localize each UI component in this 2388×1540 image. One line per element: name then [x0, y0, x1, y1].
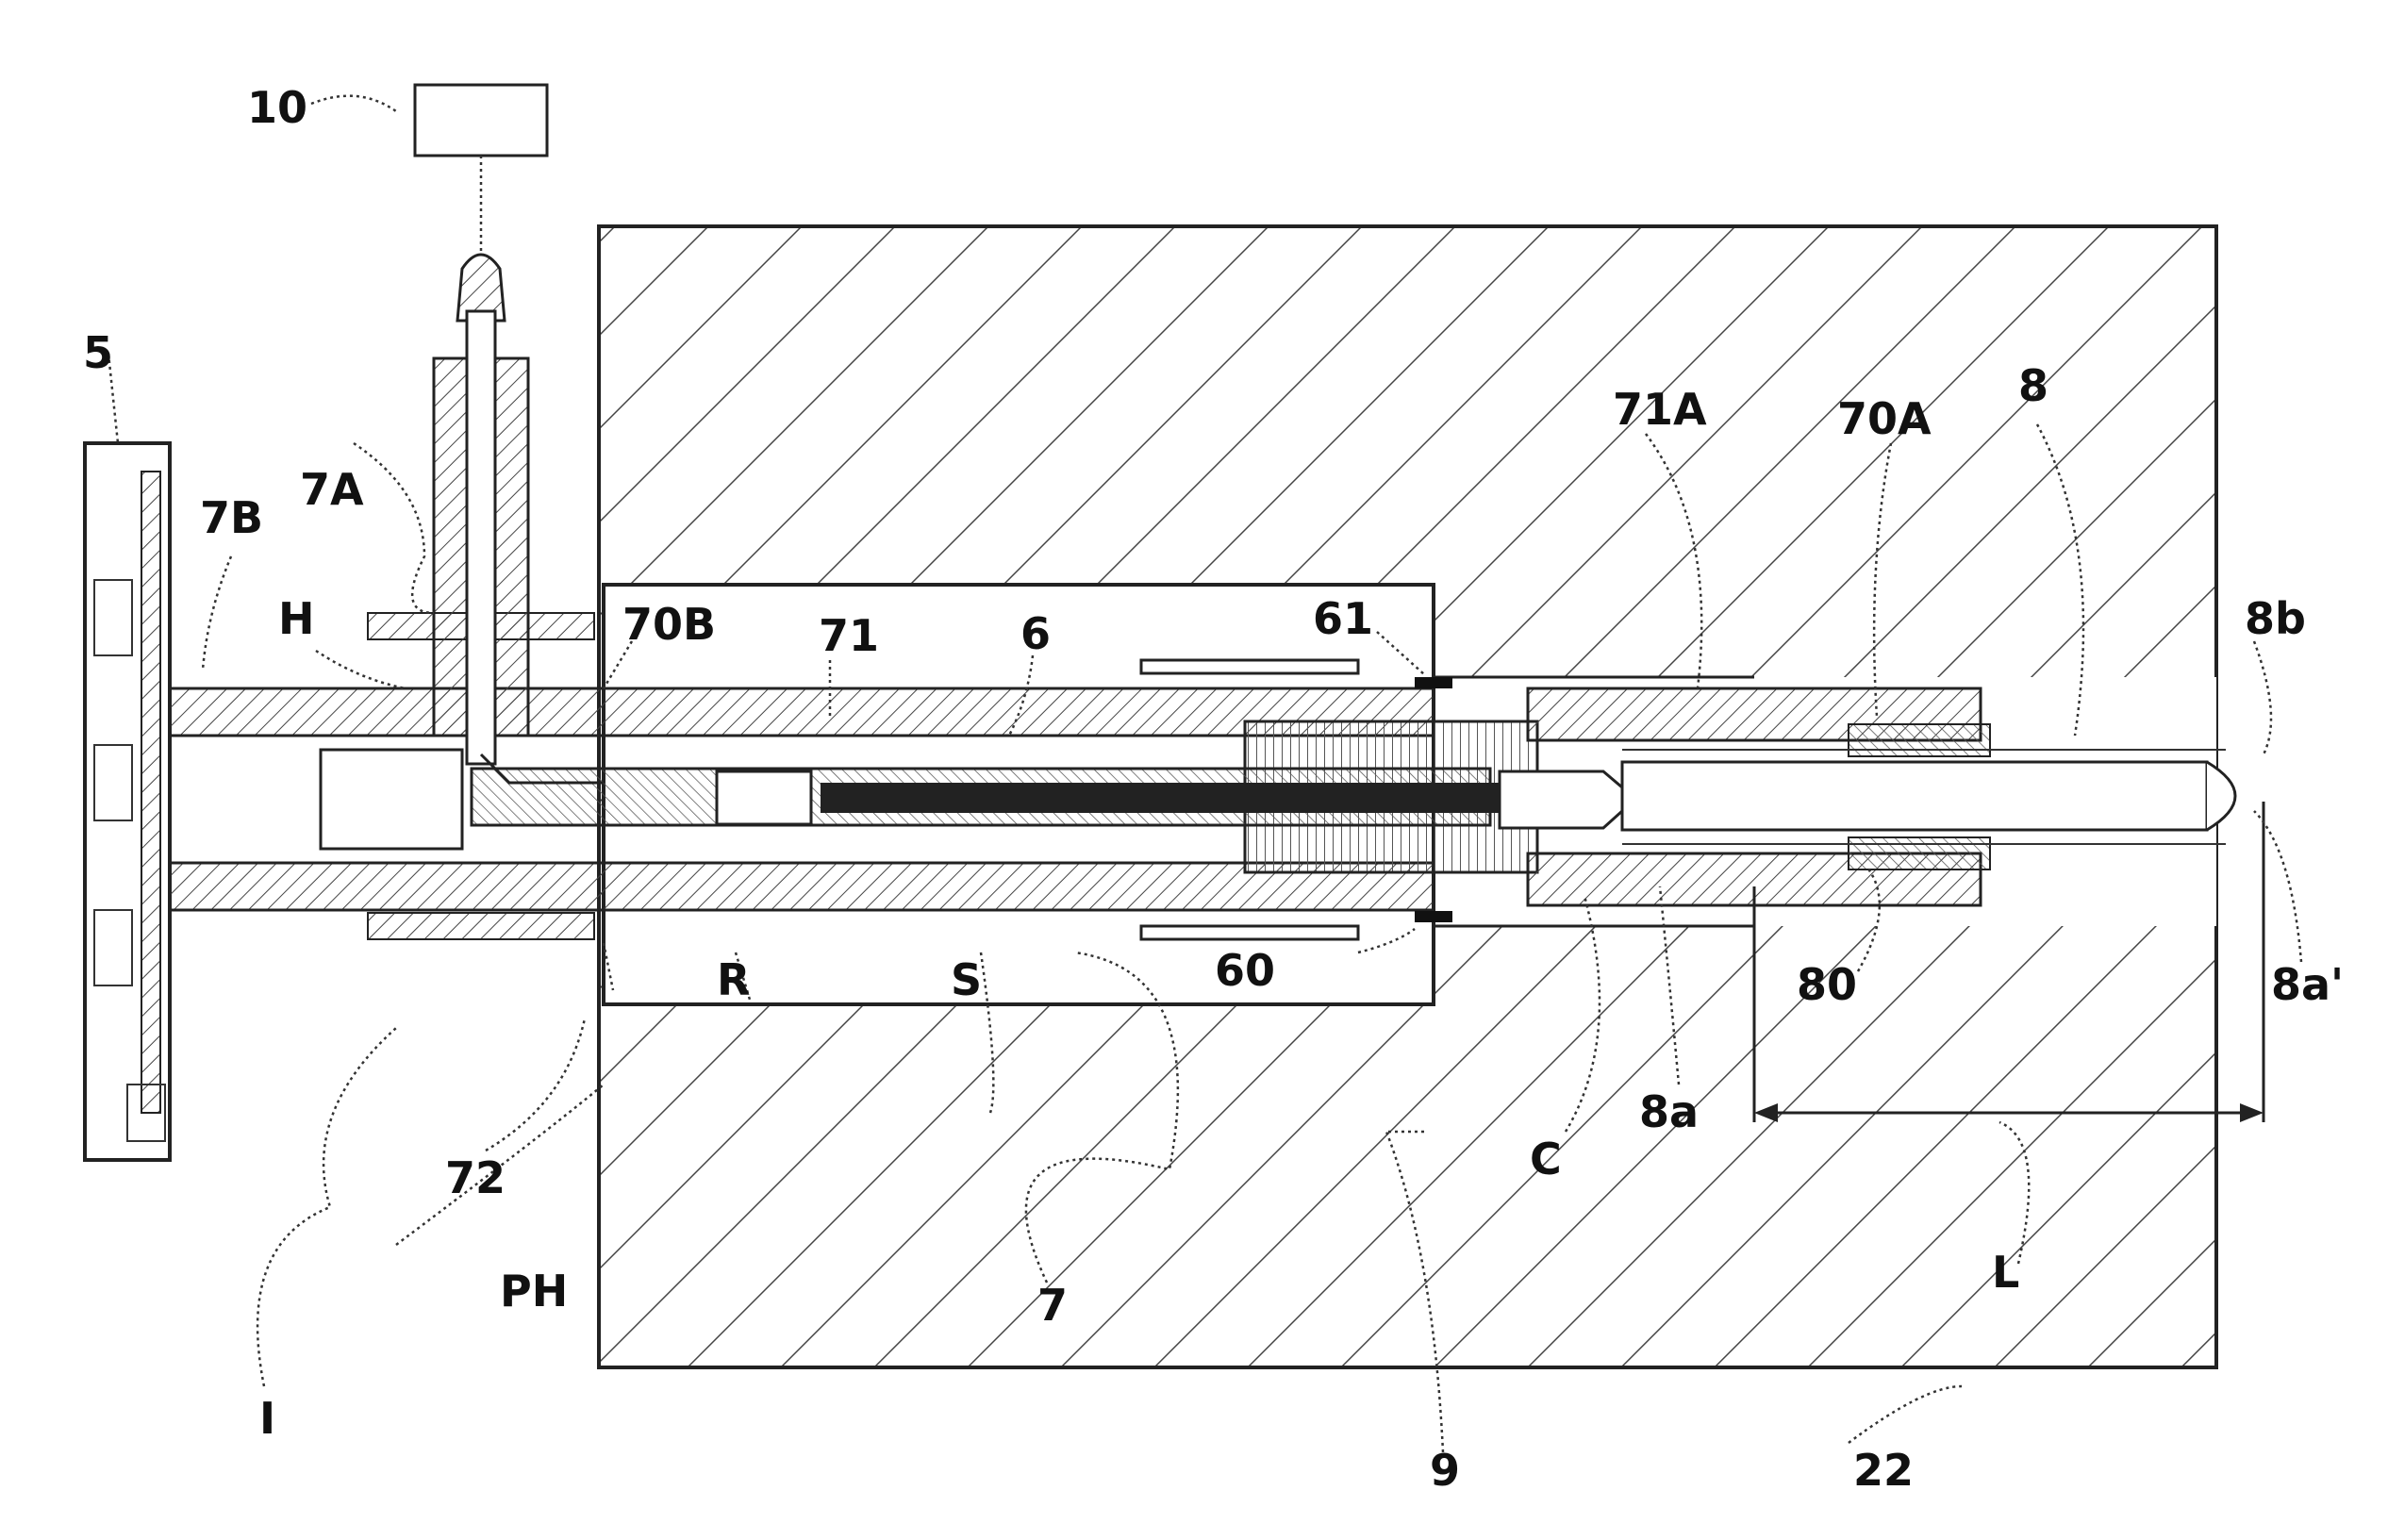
label-8: 8 — [2018, 360, 2048, 411]
label-c: C — [1530, 1134, 1562, 1184]
supply-pipe-7a — [415, 85, 604, 783]
label-7b: 7B — [200, 492, 263, 543]
label-6: 6 — [1020, 608, 1051, 659]
label-8b: 8b — [2245, 593, 2306, 644]
label-r: R — [717, 954, 750, 1005]
label-5: 5 — [83, 327, 113, 378]
label-8a: 8a — [1639, 1086, 1699, 1137]
label-7a: 7A — [300, 464, 364, 515]
label-60: 60 — [1215, 945, 1275, 996]
label-80: 80 — [1797, 959, 1857, 1010]
label-9: 9 — [1430, 1445, 1460, 1496]
label-s: S — [951, 954, 982, 1005]
label-l: L — [1992, 1247, 2019, 1298]
label-71: 71 — [819, 610, 879, 661]
label-70a: 70A — [1837, 393, 1932, 444]
label-22: 22 — [1853, 1445, 1914, 1496]
label-8a-prime: 8a' — [2271, 959, 2344, 1010]
label-61: 61 — [1313, 593, 1373, 644]
label-h: H — [278, 593, 315, 644]
label-10: 10 — [247, 82, 307, 133]
label-72: 72 — [445, 1152, 506, 1203]
label-70b: 70B — [622, 599, 716, 650]
plate-5 — [85, 443, 170, 1160]
label-71a: 71A — [1613, 384, 1707, 435]
label-ph: PH — [500, 1266, 568, 1316]
label-7: 7 — [1037, 1280, 1068, 1331]
label-i: I — [259, 1393, 275, 1444]
